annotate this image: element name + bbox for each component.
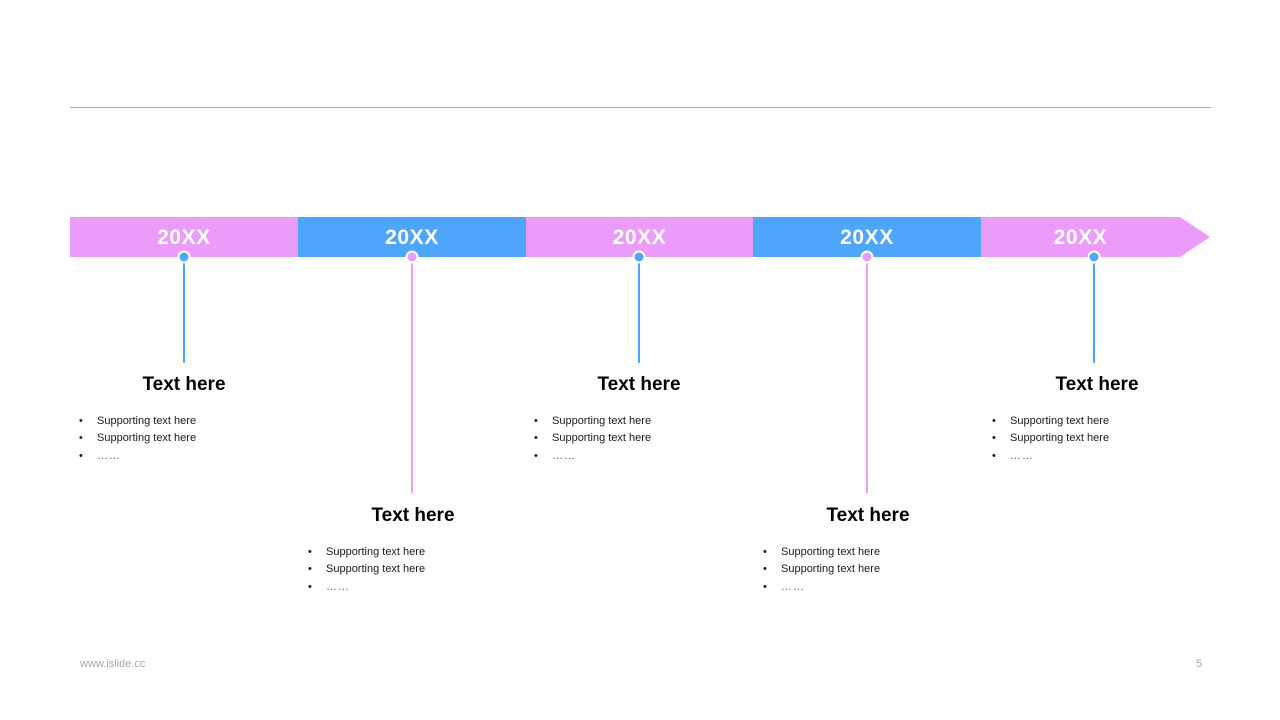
- text-block-title: Text here: [597, 374, 681, 395]
- list-item: Supporting text here: [298, 544, 528, 562]
- text-block-1: Text here Supporting text here Supportin…: [69, 374, 299, 465]
- list-item: Supporting text here: [524, 430, 754, 448]
- list-item: Supporting text here: [524, 413, 754, 431]
- text-block-bullet-list: Supporting text here Supporting text her…: [524, 413, 754, 466]
- timeline-segment-1[interactable]: 20XX: [70, 217, 298, 257]
- timeline-arrow-head: [1180, 217, 1210, 257]
- text-block-bullet-list: Supporting text here Supporting text her…: [69, 413, 299, 466]
- timeline-marker-dot-2[interactable]: [405, 250, 419, 264]
- connector-line-5: [1093, 257, 1095, 363]
- list-item: Supporting text here: [753, 544, 983, 562]
- list-item: Supporting text here: [69, 413, 299, 431]
- text-block-title: Text here: [826, 505, 910, 526]
- timeline-segment-5[interactable]: 20XX: [981, 217, 1180, 257]
- text-block-bullet-list: Supporting text here Supporting text her…: [982, 413, 1212, 466]
- list-item: ……: [753, 579, 983, 597]
- timeline-marker-dot-1[interactable]: [177, 250, 191, 264]
- list-item: ……: [982, 448, 1212, 466]
- text-block-4: Text here Supporting text here Supportin…: [753, 505, 983, 596]
- timeline-marker-dot-4[interactable]: [860, 250, 874, 264]
- timeline-segment-label: 20XX: [1053, 225, 1108, 249]
- text-block-title: Text here: [142, 374, 226, 395]
- timeline-segment-label: 20XX: [840, 225, 894, 249]
- list-item: Supporting text here: [982, 430, 1212, 448]
- footer-url: www.islide.cc: [80, 658, 146, 670]
- timeline-marker-dot-3[interactable]: [632, 250, 646, 264]
- timeline-bar: 20XX 20XX 20XX 20XX 20XX: [70, 217, 1210, 257]
- timeline-segment-4[interactable]: 20XX: [753, 217, 981, 257]
- connector-line-1: [183, 257, 185, 363]
- list-item: Supporting text here: [69, 430, 299, 448]
- text-block-title: Text here: [1055, 374, 1139, 395]
- header-divider-rule: [70, 107, 1211, 108]
- connector-line-2: [411, 257, 413, 493]
- connector-line-4: [866, 257, 868, 493]
- connector-line-3: [638, 257, 640, 363]
- list-item: Supporting text here: [298, 561, 528, 579]
- text-block-5: Text here Supporting text here Supportin…: [982, 374, 1212, 465]
- list-item: ……: [69, 448, 299, 466]
- timeline-segment-label: 20XX: [612, 225, 667, 249]
- timeline-segment-label: 20XX: [385, 225, 439, 249]
- timeline-segment-label: 20XX: [157, 225, 211, 249]
- text-block-bullet-list: Supporting text here Supporting text her…: [298, 544, 528, 597]
- timeline-marker-dot-5[interactable]: [1087, 250, 1101, 264]
- list-item: Supporting text here: [753, 561, 983, 579]
- list-item: ……: [524, 448, 754, 466]
- list-item: Supporting text here: [982, 413, 1212, 431]
- list-item: ……: [298, 579, 528, 597]
- text-block-2: Text here Supporting text here Supportin…: [298, 505, 528, 596]
- text-block-title: Text here: [371, 505, 455, 526]
- text-block-bullet-list: Supporting text here Supporting text her…: [753, 544, 983, 597]
- timeline-segment-3[interactable]: 20XX: [526, 217, 753, 257]
- timeline-segment-2[interactable]: 20XX: [298, 217, 526, 257]
- text-block-3: Text here Supporting text here Supportin…: [524, 374, 754, 465]
- page-number: 5: [1195, 658, 1202, 670]
